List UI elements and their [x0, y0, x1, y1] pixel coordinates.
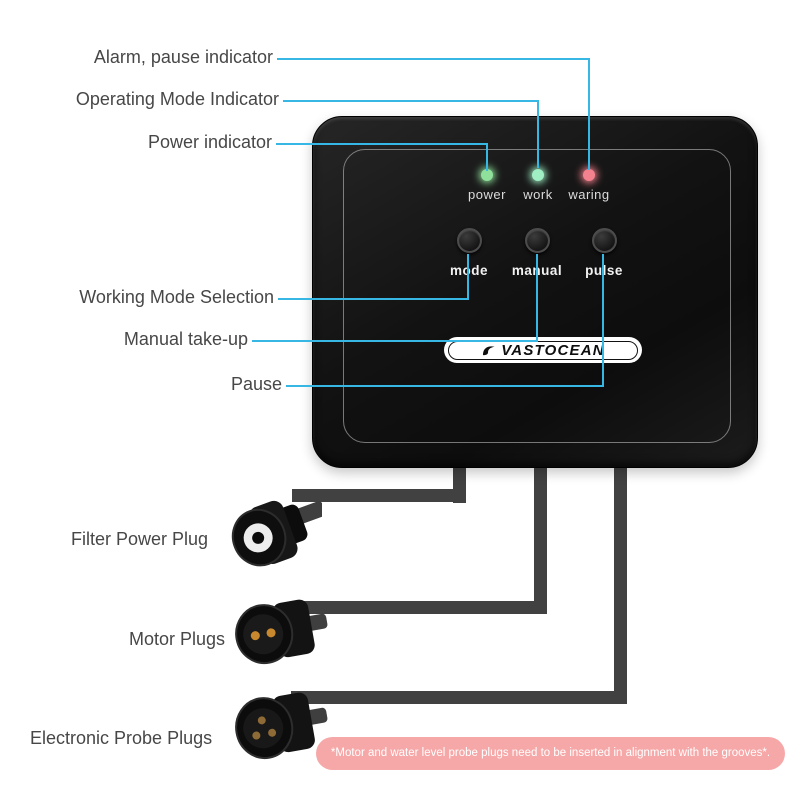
vastocean-logo-frame: VASTOCEAN [448, 340, 638, 360]
working-mode-callout-line-v [467, 254, 469, 300]
working-mode-callout-line-h [278, 298, 469, 300]
electronic-probe-plug [224, 682, 329, 775]
power-led [481, 169, 493, 181]
warning-led [583, 169, 595, 181]
alarm-callout-line-h [277, 58, 590, 60]
label-working-mode-selection: Working Mode Selection [79, 287, 274, 307]
operating-callout-line-v [537, 100, 539, 168]
filter-power-cable-horizontal [292, 489, 466, 502]
label-alarm-pause-indicator: Alarm, pause indicator [93, 47, 273, 67]
power-led-label: power [468, 187, 506, 202]
label-operating-mode-indicator: Operating Mode Indicator [75, 89, 279, 109]
label-electronic-probe-plugs: Electronic Probe Plugs [30, 728, 213, 748]
dragon-icon [481, 344, 496, 357]
motor-cable-horizontal [296, 601, 547, 614]
work-led-label: work [523, 187, 553, 202]
alarm-callout-line-v [588, 58, 590, 170]
pulse-button-label: pulse [564, 263, 644, 278]
work-led [532, 169, 544, 181]
label-power-indicator: Power indicator [147, 132, 272, 152]
motor-plug [224, 590, 329, 680]
label-motor-plugs: Motor Plugs [129, 629, 226, 649]
label-filter-power-plug: Filter Power Plug [71, 529, 209, 549]
mode-button [457, 228, 482, 253]
filter-power-plug [222, 487, 326, 587]
manual-button [525, 228, 550, 253]
footnote-banner: *Motor and water level probe plugs need … [316, 737, 785, 770]
manual-callout-line-v [536, 254, 538, 342]
label-manual-take-up: Manual take-up [123, 329, 248, 349]
brand-name: VASTOCEAN [501, 341, 605, 359]
power-callout-line-h [276, 143, 488, 145]
warning-led-label: waring [568, 187, 610, 202]
power-callout-line-v [486, 143, 488, 171]
label-pause: Pause [230, 374, 282, 394]
operating-callout-line-h [283, 100, 539, 102]
pause-callout-line-h [286, 385, 604, 387]
probe-cable-horizontal [291, 691, 627, 704]
pulse-button [592, 228, 617, 253]
pause-callout-line-v [602, 254, 604, 387]
manual-callout-line-h [252, 340, 538, 342]
probe-cable-vertical [614, 455, 627, 704]
motor-cable-vertical [534, 455, 547, 614]
controller-device: power work waring mode manual pulse VAST… [312, 116, 758, 468]
